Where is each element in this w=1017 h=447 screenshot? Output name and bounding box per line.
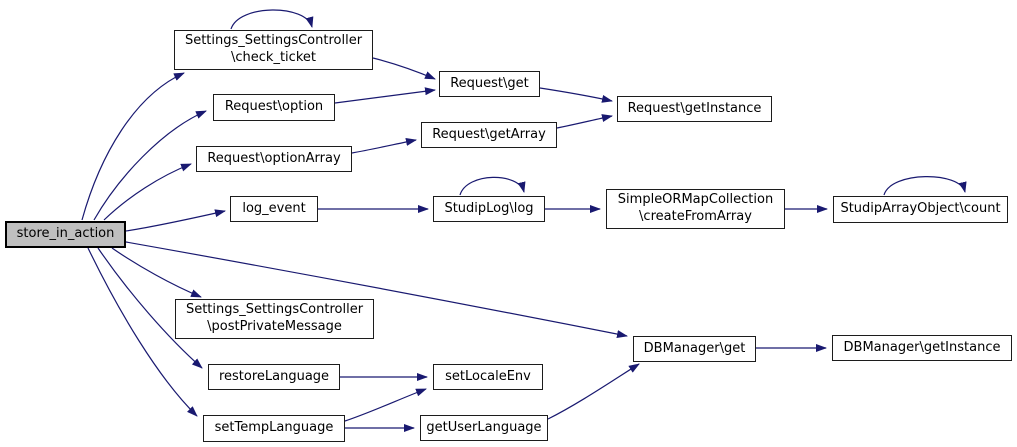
node-label: Settings_SettingsController \postPrivate… <box>185 302 364 334</box>
node-label: log_event <box>242 200 306 216</box>
edge-request_optionarray-request_getarray <box>351 138 417 154</box>
node-settings-settingscontroller-check-ticket[interactable]: Settings_SettingsController \check_ticke… <box>174 30 373 70</box>
edge-studiplog_log-self-loop <box>459 176 526 196</box>
node-label: DBManager\get <box>643 340 746 356</box>
node-label: StudipLog\log <box>444 200 534 216</box>
node-label: Request\option <box>224 99 324 115</box>
edge-store_in_action-log_event <box>125 209 226 232</box>
node-settings-settingscontroller-postprivatemessage[interactable]: Settings_SettingsController \postPrivate… <box>175 299 374 339</box>
node-label: setLocaleEnv <box>445 368 531 384</box>
node-restorelanguage[interactable]: restoreLanguage <box>208 364 340 390</box>
node-log-event[interactable]: log_event <box>230 196 318 222</box>
node-request-getarray[interactable]: Request\getArray <box>421 122 557 148</box>
node-label: Settings_SettingsController \check_ticke… <box>184 33 363 65</box>
node-simpleormapcollection-createfromarray[interactable]: SimpleORMapCollection \createFromArray <box>606 189 785 229</box>
node-label: setTempLanguage <box>214 420 334 436</box>
node-label: restoreLanguage <box>218 368 330 384</box>
node-label: StudipArrayObject\count <box>840 201 1001 217</box>
node-label: Request\getInstance <box>627 100 762 116</box>
node-request-option[interactable]: Request\option <box>213 94 335 121</box>
edge-store_in_action-request_option <box>93 110 207 221</box>
edge-store_in_action-request_optionarray <box>103 163 192 221</box>
node-store-in-action: store_in_action <box>5 221 126 248</box>
edge-store_in_action-restorelanguage <box>97 247 203 369</box>
edge-request_getarray-request_getinstance <box>556 114 613 129</box>
edge-getuserlanguage-dbmanager_get <box>547 363 640 420</box>
node-dbmanager-get[interactable]: DBManager\get <box>633 336 756 362</box>
edge-request_option-request_get <box>334 87 436 104</box>
edge-settemplanguage-setlocaleenv <box>344 388 427 422</box>
edge-store_in_action-postprivatemessage <box>111 247 202 298</box>
edge-count-self-loop <box>883 176 967 196</box>
node-label: store_in_action <box>16 226 115 242</box>
node-getuserlanguage[interactable]: getUserLanguage <box>420 415 548 441</box>
node-settemplanguage[interactable]: setTempLanguage <box>203 415 345 442</box>
node-label: Request\getArray <box>432 126 546 142</box>
edge-check_ticket-request_get <box>372 57 436 80</box>
node-label: Request\get <box>450 75 529 91</box>
node-request-optionarray[interactable]: Request\optionArray <box>196 146 352 172</box>
node-studiplog-log[interactable]: StudipLog\log <box>433 196 545 222</box>
node-request-getinstance[interactable]: Request\getInstance <box>617 96 772 122</box>
edge-check_ticket-self-loop <box>230 9 314 30</box>
edge-store_in_action-dbmanager_get <box>125 241 628 338</box>
node-label: SimpleORMapCollection \createFromArray <box>617 192 774 224</box>
edge-request_get-request_getinstance <box>539 87 613 103</box>
node-label: Request\optionArray <box>207 150 341 166</box>
node-dbmanager-getinstance[interactable]: DBManager\getInstance <box>832 335 1012 361</box>
edge-store_in_action-settemplanguage <box>87 247 198 417</box>
node-setlocaleenv[interactable]: setLocaleEnv <box>433 364 543 390</box>
node-studiparrayobject-count[interactable]: StudipArrayObject\count <box>833 196 1008 223</box>
node-request-get[interactable]: Request\get <box>439 71 540 97</box>
edge-store_in_action-check_ticket <box>81 72 185 221</box>
node-label: DBManager\getInstance <box>843 339 1001 355</box>
node-label: getUserLanguage <box>426 419 542 435</box>
